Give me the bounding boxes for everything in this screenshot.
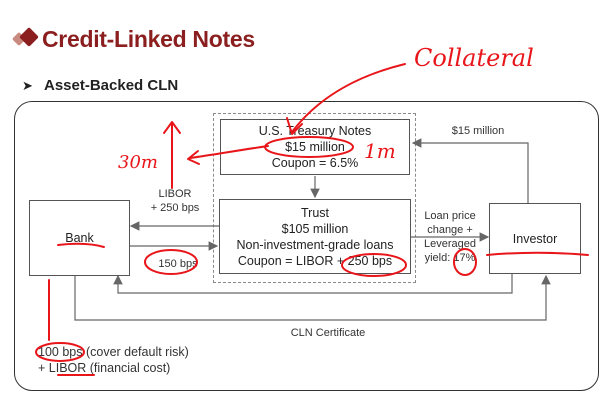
loan-price-line1: Loan price [424,210,476,222]
treasury-notes-box: U.S. Treasury Notes $15 million Coupon =… [220,119,410,175]
libor-250-label: LIBOR + 250 bps [140,187,210,215]
trust-description: Non-investment-grade loans [236,237,394,252]
bps250-circle [341,253,407,277]
thirty-m-arrow-stroke [189,145,269,159]
bank-underline [57,242,105,248]
treasury-amount: $15 million [285,140,345,154]
up-arrow-head [163,121,181,134]
treasury-name: U.S. Treasury Notes [258,124,372,138]
diagram-frame [14,101,599,391]
page-title: Credit-Linked Notes [42,26,255,52]
thirty-m-arrow-head [187,150,200,165]
treasury-amount-circle [264,136,354,158]
bps150-circle [144,249,198,275]
trust-box: Trust $105 million Non-investment-grade … [219,199,411,274]
loan-price-line2: change + [427,224,473,236]
arrow-bullet-icon: ➤ [22,78,33,93]
collateral-annotation: Collateral [414,44,534,72]
trust-collateral-group [213,113,416,283]
treasury-coupon: Coupon = 6.5% [271,156,359,170]
fifteen-million-label: $15 million [451,125,505,137]
investor-to-bank-inner-arrow [113,274,513,294]
yield-circle [453,248,477,276]
thirty-m-annotation: 30m [118,152,158,173]
collateral-arrow-head [286,117,303,135]
trust-name: Trust [300,205,329,220]
bps100-circle [35,342,85,362]
bps150-label: 150 bps [158,258,198,270]
collateral-arrow-stroke [291,63,406,133]
cost-note: 100 bps (cover default risk) + LIBOR (fi… [38,344,189,376]
cost-note-line2: + LIBOR (financial cost) [38,361,171,375]
investor-box: Investor [489,203,581,274]
trust-amount: $105 million [281,221,349,236]
libor-label-line1: LIBOR [158,188,192,200]
bank-box: Bank [29,200,130,276]
yield-line: yield: 17% [424,252,476,264]
loan-price-label: Loan price change + Leveraged yield: 17% [415,209,485,265]
libor-label-line2: + 250 bps [150,202,200,214]
leveraged-line: Leveraged [424,238,476,250]
cost-note-line1: 100 bps (cover default risk) [38,345,189,359]
investor-underline [486,251,589,256]
cln-certificate-label: CLN Certificate [290,327,366,339]
bank-to-investor-outer-arrow [74,274,551,321]
investor-to-treasury-arrow [411,138,529,203]
investor-name: Investor [512,231,558,246]
section-subtitle: Asset-Backed CLN [44,77,179,94]
bank-name: Bank [65,231,94,245]
one-m-annotation: 1m [364,139,396,163]
